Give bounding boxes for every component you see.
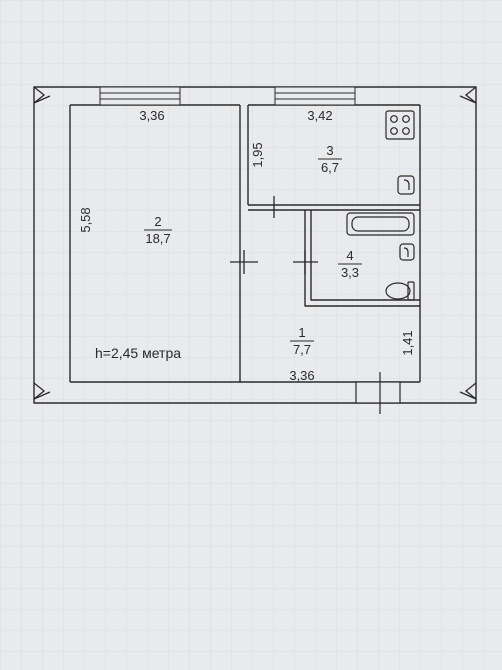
room-number: 1 <box>298 325 305 340</box>
door-marks <box>230 196 318 274</box>
room-number: 2 <box>154 214 161 229</box>
room-label-4: 4 3,3 <box>338 248 362 280</box>
ceiling-height-note: h=2,45 метра <box>95 345 181 361</box>
stove-icon <box>385 110 415 140</box>
toilet-icon <box>385 281 415 301</box>
break-marks <box>33 86 477 400</box>
dim-left-height: 5,58 <box>78 207 93 232</box>
room-area: 6,7 <box>321 160 339 175</box>
partition-main <box>239 105 249 382</box>
break-mark-top-left <box>33 86 51 104</box>
window-left <box>99 86 181 106</box>
dim-hall-depth: 1,41 <box>400 330 415 355</box>
room-area: 3,3 <box>341 265 359 280</box>
dim-top-right: 3,42 <box>307 108 332 123</box>
windows <box>99 86 356 106</box>
room-number: 3 <box>326 143 333 158</box>
window-right <box>274 86 356 106</box>
dim-hall-width: 3,36 <box>289 368 314 383</box>
partition-bath <box>304 210 420 307</box>
room-label-1: 1 7,7 <box>290 325 314 357</box>
room-label-2: 2 18,7 <box>144 214 172 246</box>
partition-kitchen <box>248 204 420 211</box>
room-number: 4 <box>346 248 353 263</box>
entry-door <box>355 372 401 414</box>
break-mark-top-right <box>459 86 477 104</box>
bathtub-icon <box>346 212 415 236</box>
bathroom-sink-icon <box>399 243 415 261</box>
dim-kitchen-depth: 1,95 <box>250 142 265 167</box>
room-area: 18,7 <box>145 231 170 246</box>
kitchen-sink-icon <box>397 175 415 195</box>
break-mark-bottom-left <box>33 382 51 400</box>
break-mark-bottom-right <box>459 382 477 400</box>
room-label-3: 3 6,7 <box>318 143 342 175</box>
room-area: 7,7 <box>293 342 311 357</box>
dim-top-left: 3,36 <box>139 108 164 123</box>
